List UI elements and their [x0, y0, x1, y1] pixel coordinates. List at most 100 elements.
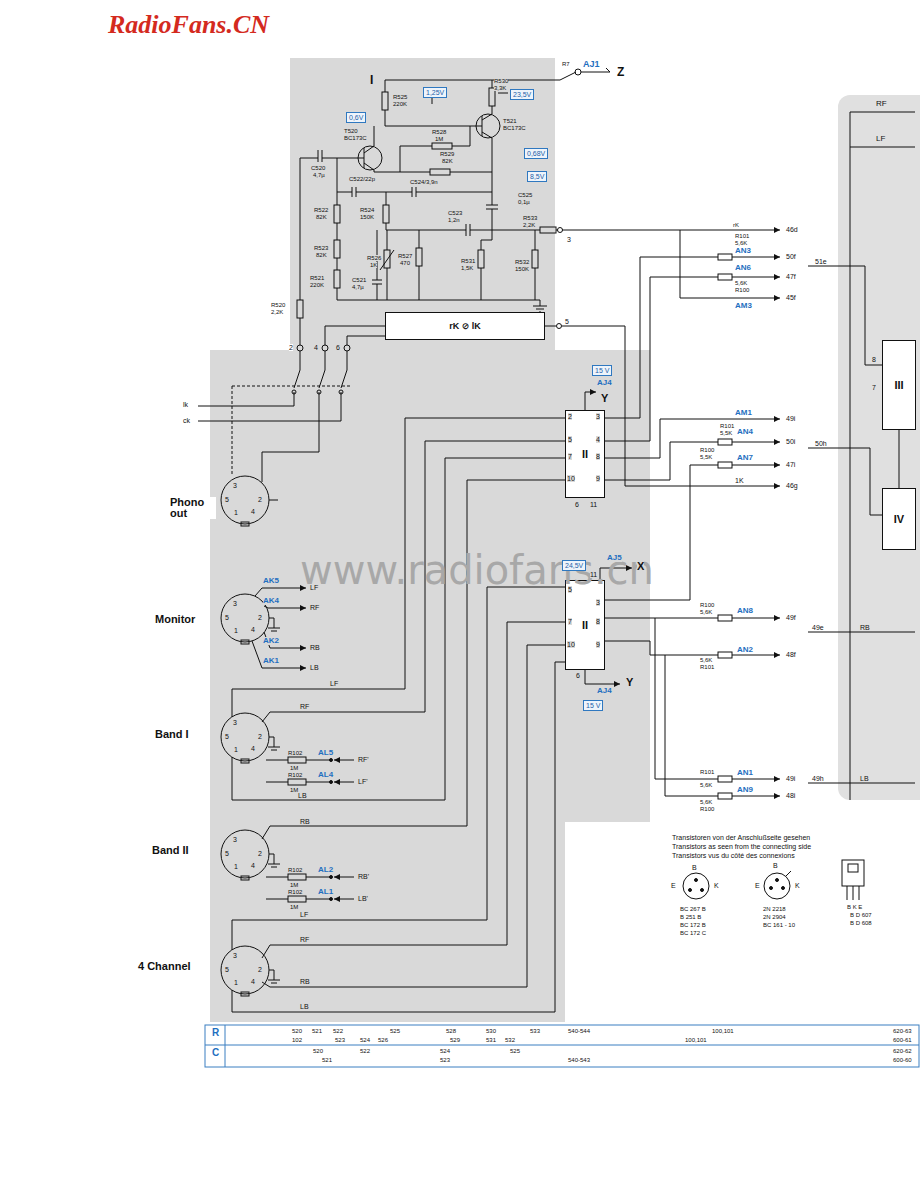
- component-label: 3: [596, 599, 600, 606]
- component-label: LF: [300, 911, 308, 918]
- output-wires: [718, 793, 732, 799]
- signal-name: AK5: [263, 577, 279, 585]
- transistor-pinout: [683, 873, 709, 899]
- component-label: RB: [860, 624, 870, 631]
- component-label: 525: [510, 1048, 520, 1054]
- component-label: 4: [251, 745, 255, 752]
- component-label: 102: [292, 1037, 302, 1043]
- component-label: B D 607: [850, 912, 872, 918]
- signal-wires: [288, 874, 306, 880]
- panel-circuit: [297, 68, 610, 351]
- component-label: 7: [568, 453, 572, 460]
- output-wires: [605, 618, 780, 619]
- component-label: 533: [530, 1028, 540, 1034]
- voltage-value: 0,6V: [346, 112, 366, 123]
- panel-shading: [290, 58, 555, 350]
- component-label: 532: [505, 1037, 515, 1043]
- component-label: 2,2K: [523, 222, 535, 228]
- panel-circuit: [297, 300, 303, 318]
- component-label: T520: [344, 128, 358, 134]
- component-label: 49e: [812, 624, 824, 631]
- component-label: 5: [565, 318, 569, 325]
- component-label: 150K: [515, 266, 529, 272]
- watermark: www.radiofans.cn: [300, 550, 654, 590]
- component-label: RB: [310, 644, 320, 651]
- output-wires: [718, 254, 732, 260]
- signal-wires: [585, 670, 620, 684]
- component-label: 1: [234, 979, 238, 986]
- panel-circuit: [334, 270, 340, 288]
- component-label: 150K: [360, 214, 374, 220]
- component-label: C522/22p: [349, 176, 375, 182]
- component-label: lk: [183, 401, 188, 408]
- component-label: 520: [292, 1028, 302, 1034]
- component-label: 3: [233, 836, 237, 843]
- panel-circuit: [334, 205, 340, 223]
- signal-name: AN2: [737, 646, 753, 654]
- switch-wiring: [198, 392, 341, 482]
- component-label: C521: [352, 277, 366, 283]
- connector-name: Monitor: [155, 614, 195, 625]
- transistor-pinout: [689, 889, 692, 892]
- transistor-pinout: [701, 889, 704, 892]
- signal-wires: [232, 662, 565, 1012]
- signal-name: AL4: [318, 771, 333, 779]
- parts-table: [205, 1025, 919, 1067]
- signal-wires: [266, 760, 330, 899]
- component-label: RF: [876, 100, 887, 108]
- output-wires: [665, 655, 780, 796]
- signal-wires: [288, 757, 306, 763]
- voltage-value: 24,5V: [562, 560, 586, 571]
- component-label: 220K: [393, 101, 407, 107]
- transistor-pinout: [683, 860, 864, 900]
- din-socket: [221, 476, 269, 524]
- voltage-value: 8,5V: [527, 171, 547, 182]
- switch-wiring: [294, 351, 347, 388]
- din-socket: [269, 500, 278, 501]
- component-label: 531: [486, 1037, 496, 1043]
- din-socket: [241, 640, 249, 644]
- component-label: 1,2n: [448, 217, 460, 223]
- component-label: R527: [398, 253, 412, 259]
- component-label: 4: [251, 978, 255, 985]
- signal-name: AL2: [318, 866, 333, 874]
- signal-wires: [264, 632, 306, 648]
- component-label: LF: [310, 584, 318, 591]
- panel-circuit: [492, 80, 493, 114]
- component-label: 521: [322, 1057, 332, 1063]
- signal-wires: [255, 588, 306, 596]
- din-socket: [241, 992, 249, 996]
- component-label: 5,6K: [700, 799, 712, 805]
- component-label: 9: [596, 641, 600, 648]
- component-label: LB: [860, 775, 869, 782]
- switch-wiring: [292, 390, 296, 394]
- component-label: LF: [876, 135, 885, 143]
- component-label: 50f: [786, 253, 796, 260]
- component-label: R102: [288, 867, 302, 873]
- component-label: B D 608: [850, 920, 872, 926]
- box-title: II: [582, 449, 588, 460]
- component-label: RF': [358, 756, 369, 763]
- ic-box: IV: [882, 488, 916, 550]
- component-label: 3: [596, 413, 600, 420]
- component-label: 4: [251, 626, 255, 633]
- circuit-panel: IrK ⊘ lK: [290, 58, 555, 350]
- din-socket: [241, 876, 249, 880]
- component-label: ck: [183, 417, 190, 424]
- component-label: C523: [448, 210, 462, 216]
- component-label: 5,6K: [700, 609, 712, 615]
- panel-circuit: [382, 92, 388, 110]
- component-label: 620-63: [893, 1028, 912, 1034]
- panel-circuit: [400, 126, 470, 172]
- panel-circuit: [476, 114, 500, 138]
- component-label: R531: [461, 258, 475, 264]
- component-label: 521: [312, 1028, 322, 1034]
- signal-wires: [262, 645, 565, 987]
- component-label: 4: [596, 436, 600, 443]
- output-wires: [605, 442, 780, 480]
- component-label: 5,6K: [700, 657, 712, 663]
- component-label: LB: [298, 792, 307, 799]
- component-label: R532: [515, 259, 529, 265]
